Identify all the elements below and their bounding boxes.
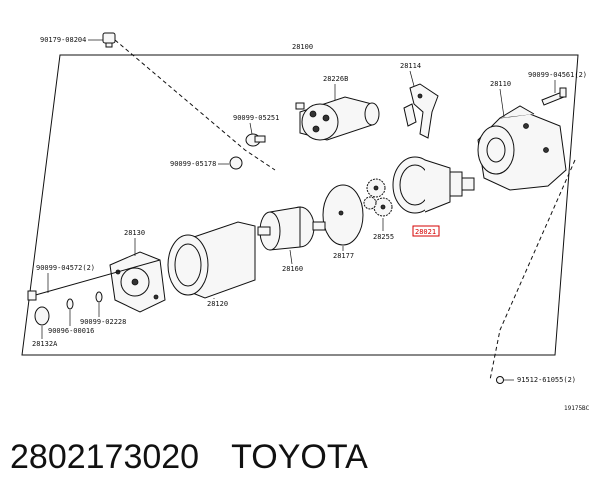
assembly-label: 28100 [292, 43, 313, 51]
label-through-bolt: 90099-04572(2) [36, 264, 95, 272]
screw-bottom-right[interactable] [496, 376, 504, 384]
label-fork: 28114 [400, 62, 421, 70]
gear-plate[interactable] [322, 184, 364, 246]
end-cap[interactable] [34, 306, 50, 326]
label-housing: 28110 [490, 80, 511, 88]
armature[interactable] [257, 206, 326, 251]
drive-lever-fork[interactable] [403, 83, 439, 139]
part-caption: 2802173020 TOYOTA [10, 432, 590, 482]
yoke[interactable] [167, 221, 256, 299]
exploded-parts-diagram: 28100 90179-08204 28226B 90099-05251 900… [21, 32, 590, 412]
part-number: 2802173020 [10, 437, 200, 476]
solenoid[interactable] [295, 96, 380, 141]
overrunning-clutch[interactable] [392, 156, 475, 214]
label-screw-bottom-right: 91512-61055(2) [517, 376, 576, 384]
brand-name: TOYOTA [231, 437, 368, 476]
label-bolt-solenoid-2: 90099-05178 [170, 160, 216, 168]
highlight-box [412, 225, 440, 237]
label-bolt-solenoid-1: 90099-05251 [233, 114, 279, 122]
bolt-solenoid-2[interactable] [229, 156, 243, 170]
drive-housing[interactable] [477, 105, 567, 191]
brush-holder[interactable] [109, 251, 166, 313]
label-armature: 28160 [282, 265, 303, 273]
label-bolt-top-right: 90099-04561(2) [528, 71, 587, 79]
commutator-cap[interactable] [95, 291, 103, 303]
assembly-frame [21, 54, 579, 356]
label-washer: 90096-00016 [48, 327, 94, 335]
label-planetary: 28255 [373, 233, 394, 241]
label-yoke: 28120 [207, 300, 228, 308]
planetary-gears[interactable] [363, 178, 393, 217]
label-bolt-top-left: 90179-08204 [40, 36, 86, 44]
bolt-top-right[interactable] [541, 87, 567, 106]
drawing-code: 19175BC [564, 405, 590, 412]
through-bolt[interactable] [27, 259, 161, 301]
bolt-top-left[interactable] [102, 32, 116, 48]
label-cap: 28132A [32, 340, 58, 348]
label-commutator-cap: 90099-02228 [80, 318, 126, 326]
label-brush-holder: 28130 [124, 229, 145, 237]
label-solenoid: 28226B [323, 75, 348, 83]
label-clutch-highlight[interactable]: 28021 [415, 228, 436, 236]
label-plate: 28177 [333, 252, 354, 260]
washer[interactable] [66, 298, 74, 310]
bolt-solenoid-1[interactable] [245, 133, 266, 147]
dashed-guide-top [114, 39, 276, 171]
dashed-guide-right [489, 159, 576, 381]
